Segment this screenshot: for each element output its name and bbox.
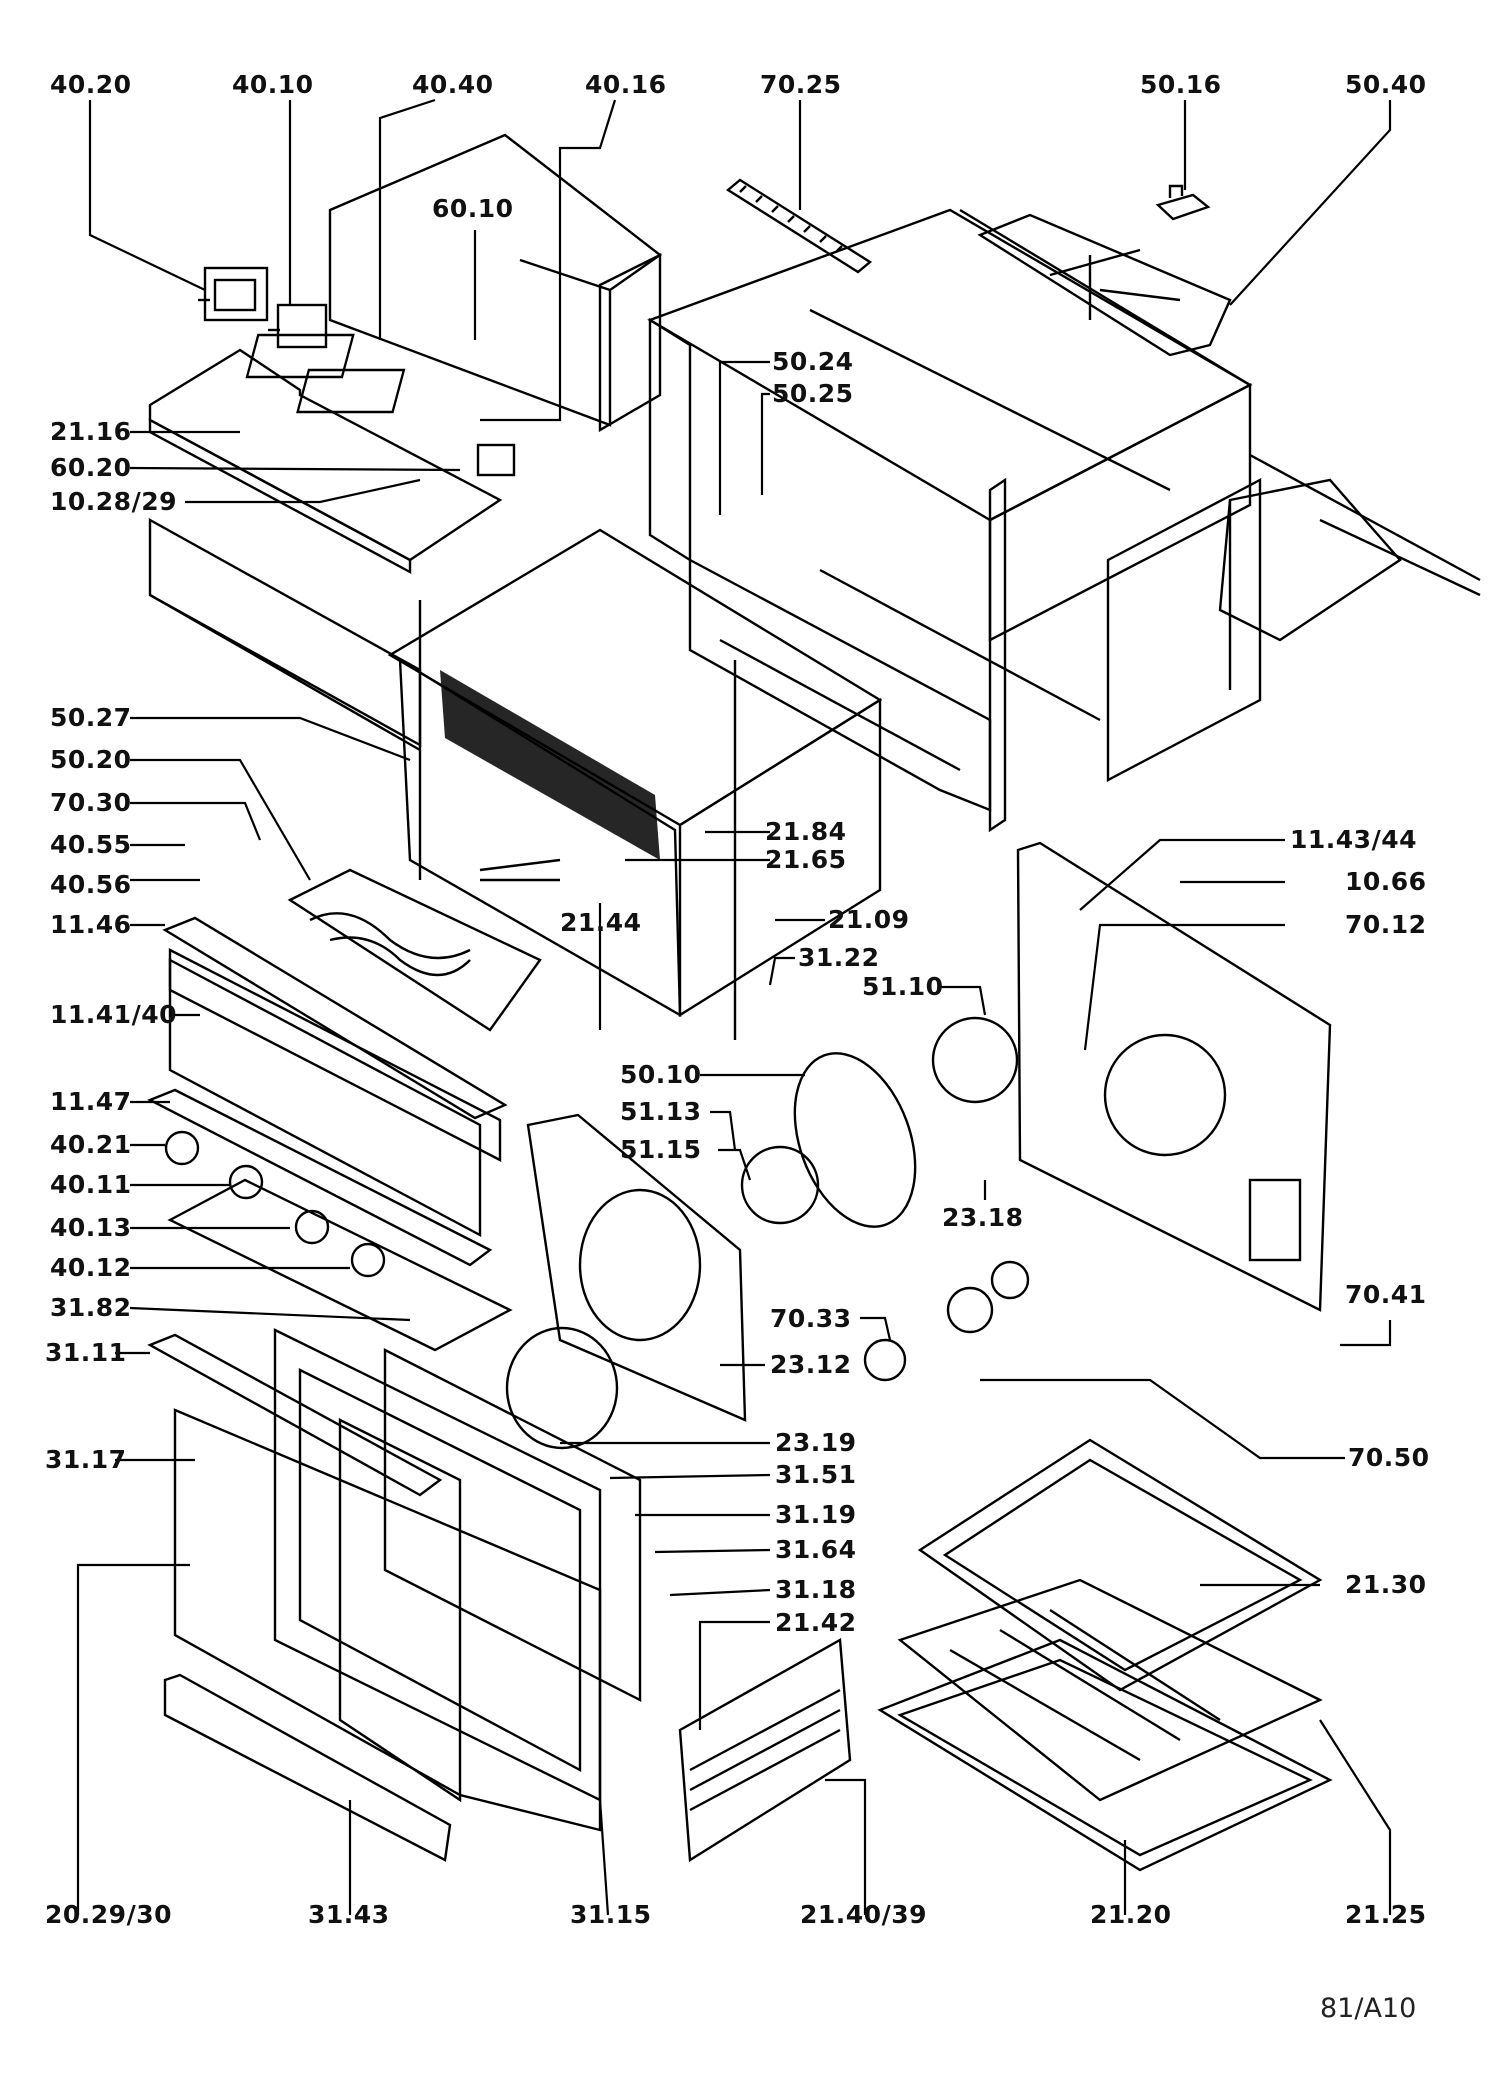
knobs [164,1130,386,1278]
part-label-40-55: 40.55 [50,830,132,859]
part-label-21-65: 21.65 [765,845,847,874]
part-label-70-41: 70.41 [1345,1280,1427,1309]
rack-21-25 [897,1578,1323,1802]
part-label-31-51: 31.51 [775,1460,857,1489]
terminal-block-70-25 [725,178,873,274]
grill-element-50-20 [287,858,561,1032]
part-label-51-10: 51.10 [862,972,944,1001]
part-label-51-15: 51.15 [620,1135,702,1164]
part-label-70-50: 70.50 [1348,1443,1430,1472]
part-label-21-42: 21.42 [775,1608,857,1637]
part-label-70-25: 70.25 [760,70,842,99]
part-label-70-12: 70.12 [1345,910,1427,939]
switch-40-10 [268,303,328,349]
part-label-23-12: 23.12 [770,1350,852,1379]
part-label-60-20: 60.20 [50,453,132,482]
part-label-31-22: 31.22 [798,943,880,972]
part-label-31-43: 31.43 [308,1900,390,1929]
part-label-21-09: 21.09 [828,905,910,934]
filter-23-19 [505,1326,619,1450]
fan-assembly [740,1016,1019,1228]
part-label-21-44: 21.44 [560,908,642,937]
part-label-50-16: 50.16 [1140,70,1222,99]
bracket-50-16 [1155,184,1211,221]
part-label-23-18: 23.18 [942,1203,1024,1232]
part-label-50-10: 50.10 [620,1060,702,1089]
part-label-31-11: 31.11 [45,1338,127,1367]
reference-code: 81/A10 [1320,1993,1417,2024]
relay-60-20 [476,443,516,477]
part-label-50-27: 50.27 [50,703,132,732]
plate-31-82 [167,1178,513,1352]
part-label-10-28-29: 10.28/29 [50,487,177,516]
part-label-11-46: 11.46 [50,910,132,939]
control-frame [148,517,422,752]
part-label-31-82: 31.82 [50,1293,132,1322]
side-panel-right [1106,453,1481,782]
part-label-21-30: 21.30 [1345,1570,1427,1599]
part-label-21-20: 21.20 [1090,1900,1172,1929]
part-label-31-15: 31.15 [570,1900,652,1929]
shelf-support [678,1638,852,1863]
part-label-31-19: 31.19 [775,1500,857,1529]
rear-housing [328,133,663,433]
part-label-20-29-30: 20.29/30 [45,1900,172,1929]
part-label-50-40: 50.40 [1345,70,1427,99]
part-label-40-13: 40.13 [50,1213,132,1242]
oven-cavity-21-09 [387,528,883,1040]
leader-lines [76,98,1392,1916]
heating-element-50-40 [977,213,1232,357]
part-label-11-47: 11.47 [50,1087,132,1116]
part-label-70-33: 70.33 [770,1304,852,1333]
part-label-21-16: 21.16 [50,417,132,446]
switch-40-20 [198,266,269,322]
back-panel [1016,841,1332,1312]
part-label-31-18: 31.18 [775,1575,857,1604]
part-label-50-25: 50.25 [772,379,854,408]
tray-21-20 [877,1638,1333,1872]
part-label-40-20: 40.20 [50,70,132,99]
outer-casing [647,208,1253,833]
tray-21-30 [917,1438,1323,1692]
part-label-50-24: 50.24 [772,347,854,376]
part-label-21-84: 21.84 [765,817,847,846]
part-label-40-16: 40.16 [585,70,667,99]
part-label-21-40-39: 21.40/39 [800,1900,927,1929]
part-label-60-10: 60.10 [432,194,514,223]
part-label-40-11: 40.11 [50,1170,132,1199]
part-label-40-21: 40.21 [50,1130,132,1159]
fan-cover-23-12 [526,1113,747,1422]
part-label-31-64: 31.64 [775,1535,857,1564]
part-label-70-30: 70.30 [50,788,132,817]
part-label-21-25: 21.25 [1345,1900,1427,1929]
control-fascia-11-41 [147,916,508,1267]
top-panel-21-16 [148,348,503,575]
part-label-50-20: 50.20 [50,745,132,774]
parts-sketch [147,133,1481,1872]
part-label-51-13: 51.13 [620,1097,702,1126]
part-label-40-10: 40.10 [232,70,314,99]
part-label-10-66: 10.66 [1345,867,1427,896]
part-label-40-12: 40.12 [50,1253,132,1282]
part-label-40-56: 40.56 [50,870,132,899]
door-assembly [147,1328,642,1862]
regulator-40-40 [245,333,406,414]
lamp-assembly [863,1260,1030,1382]
part-label-11-41-40: 11.41/40 [50,1000,177,1029]
part-label-40-40: 40.40 [412,70,494,99]
part-label-31-17: 31.17 [45,1445,127,1474]
part-label-11-43-44: 11.43/44 [1290,825,1417,854]
part-label-23-19: 23.19 [775,1428,857,1457]
